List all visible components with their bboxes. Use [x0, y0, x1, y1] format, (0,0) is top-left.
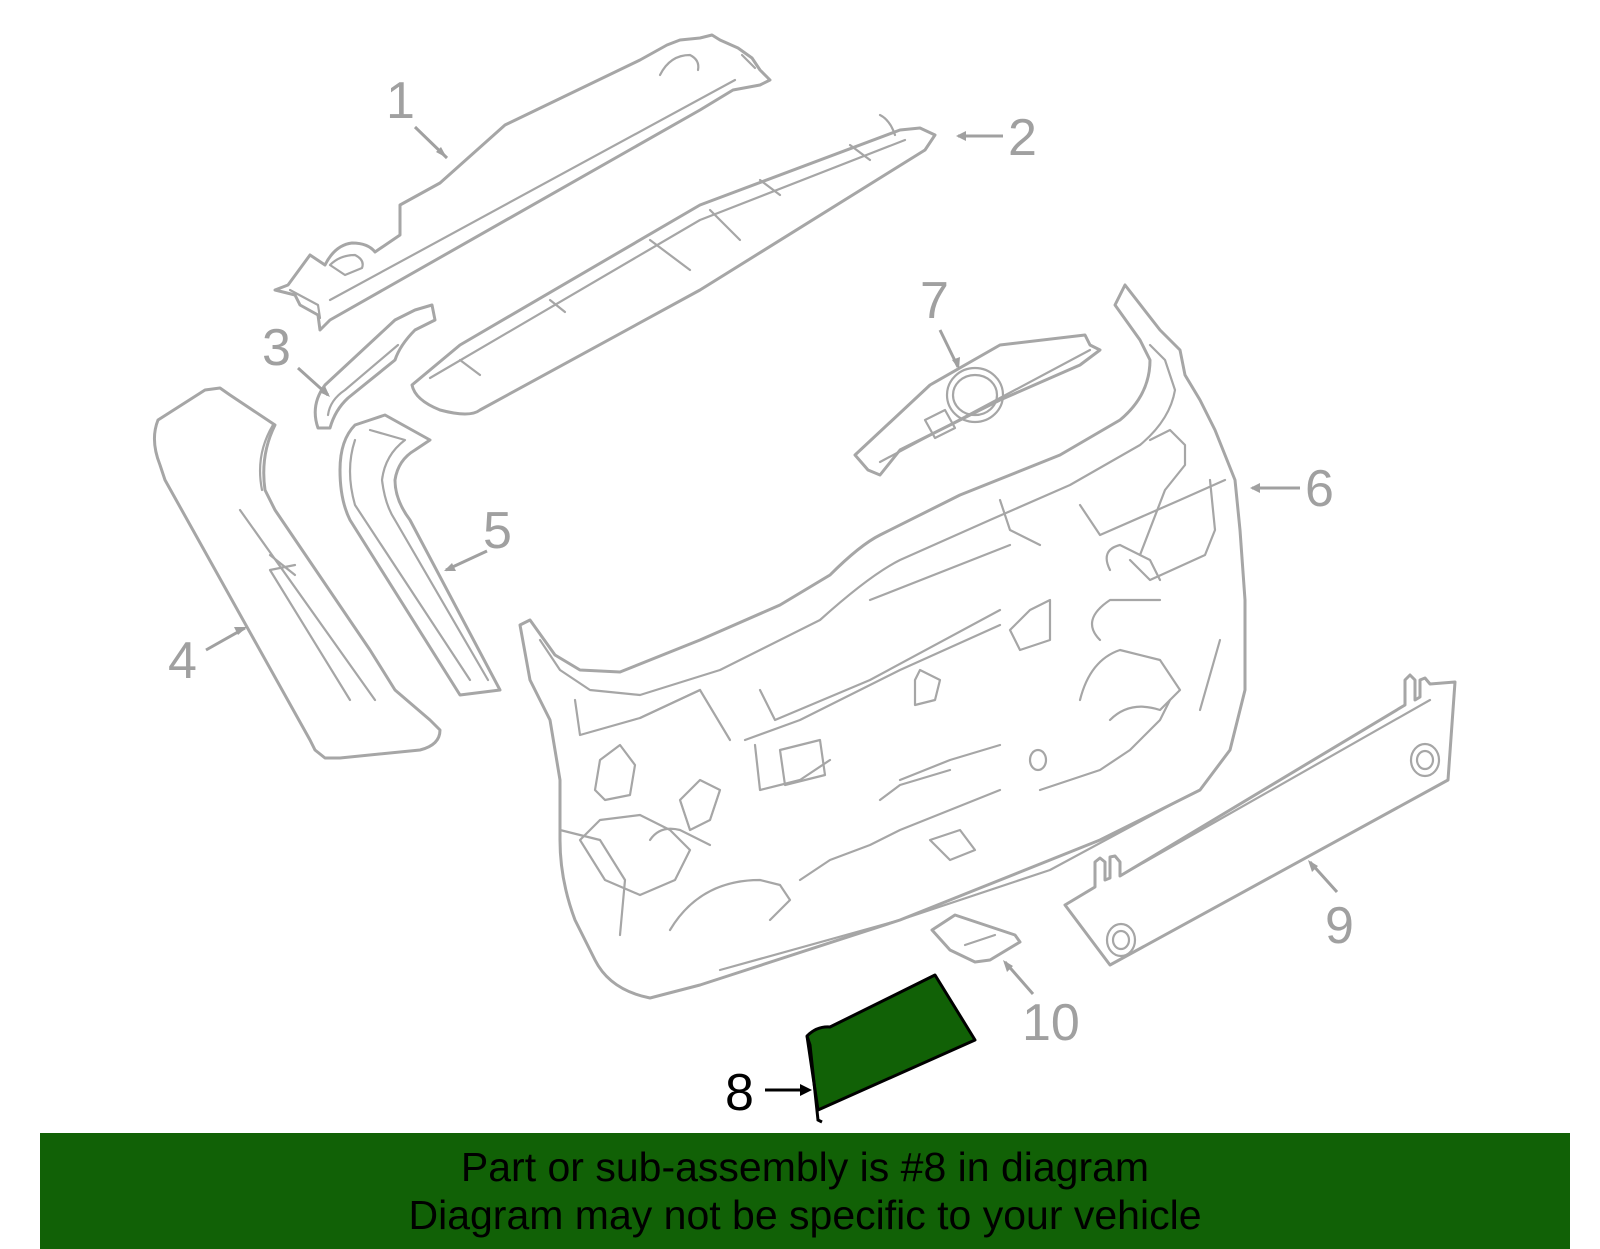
part-10 — [930, 913, 1022, 964]
part-6 — [518, 283, 1247, 1000]
part-3 — [313, 303, 437, 430]
part-9 — [1063, 673, 1457, 967]
banner-line-2: Diagram may not be specific to your vehi… — [408, 1192, 1202, 1238]
callout-2: 2 — [1008, 109, 1037, 167]
callout-1: 1 — [386, 72, 415, 130]
part-5 — [338, 413, 502, 697]
part-7 — [853, 333, 1102, 477]
callout-9: 9 — [1325, 897, 1354, 955]
part-2 — [410, 113, 937, 416]
callout-4: 4 — [168, 632, 197, 690]
info-banner: Part or sub-assembly is #8 in diagram Di… — [40, 1133, 1570, 1249]
part-1 — [273, 33, 772, 332]
part-4 — [153, 386, 442, 760]
callout-7: 7 — [920, 272, 949, 330]
part-8-highlighted — [805, 973, 977, 1124]
callout-arrows — [205, 125, 1339, 1096]
callout-6: 6 — [1305, 460, 1334, 518]
callout-5: 5 — [483, 502, 512, 560]
callout-10: 10 — [1022, 994, 1080, 1052]
callout-labels: 1 2 3 4 5 6 7 8 9 10 — [168, 72, 1354, 1122]
callout-8: 8 — [725, 1064, 754, 1122]
banner-line-1: Part or sub-assembly is #8 in diagram — [460, 1144, 1150, 1190]
callout-3: 3 — [262, 319, 291, 377]
